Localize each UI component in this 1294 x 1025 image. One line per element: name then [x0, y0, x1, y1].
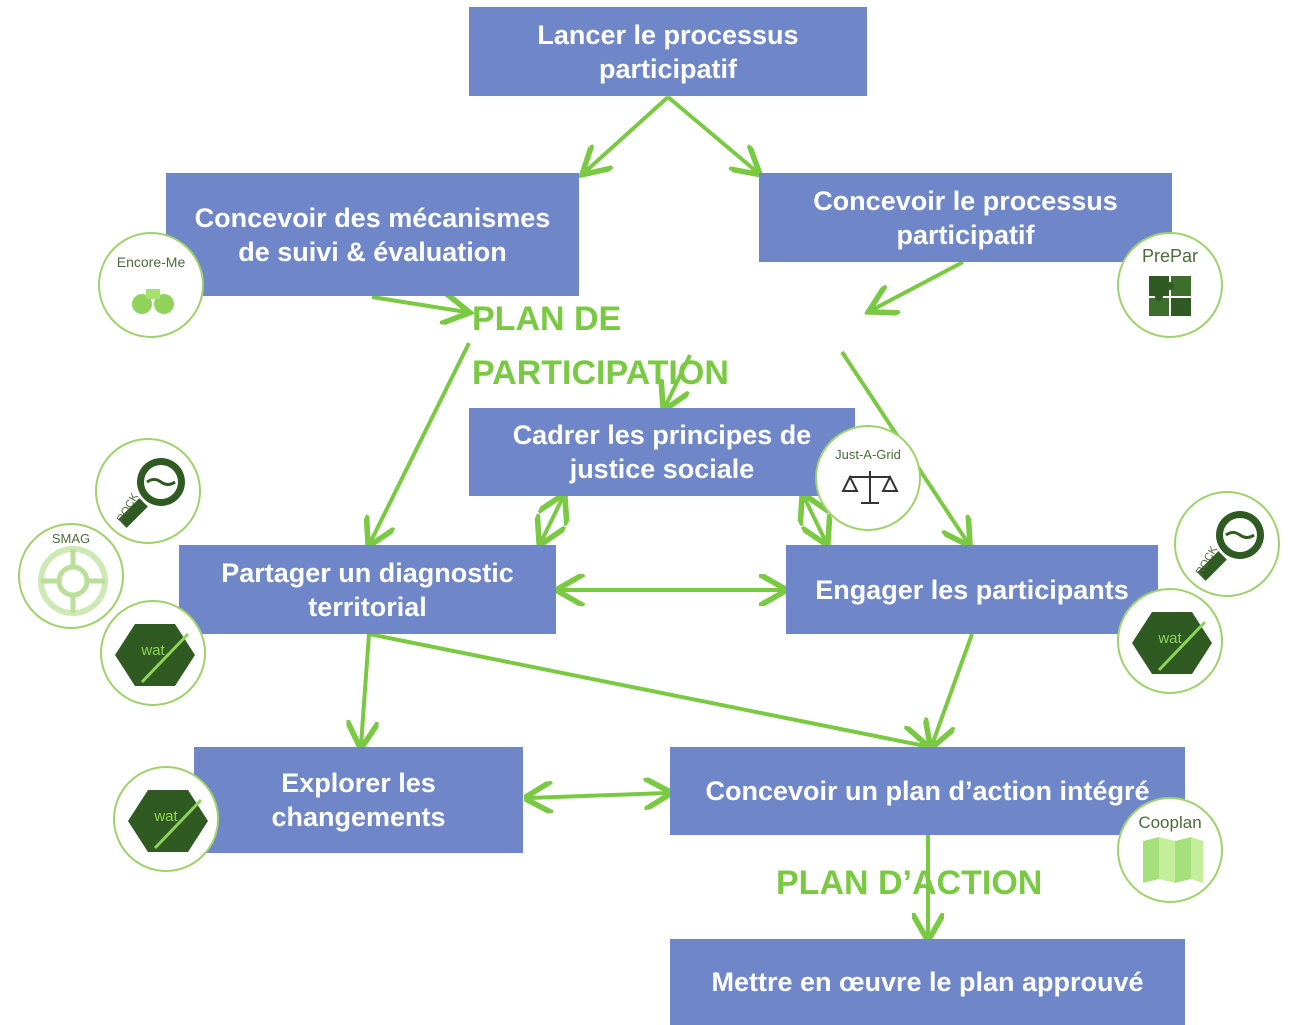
- box-concevoir-processus: Concevoir le processus participatif: [759, 173, 1172, 262]
- badge-wat-a-game-explorer: wat: [113, 766, 219, 872]
- box-plan-action: Concevoir un plan d’action intégré: [670, 747, 1185, 835]
- arrow-engager-to-planaction: [932, 633, 974, 745]
- puzzle-icon: [1149, 276, 1191, 316]
- magnifier-icon: [118, 458, 185, 528]
- badge-just-a-grid: Just-A-Grid: [815, 425, 921, 531]
- box-suivi: Concevoir des mécanismes de suivi & éval…: [166, 173, 579, 296]
- arrow-diagnostic-to-planaction: [368, 632, 925, 746]
- arrow-diagnostic-to-explorer: [361, 633, 369, 745]
- plan-participation-label: PLAN DE PARTICIPATION: [472, 300, 729, 392]
- arrow-lancer-to-suivi: [585, 95, 670, 172]
- badge-rock-right: ROCK: [1174, 491, 1280, 597]
- badge-cooplan: Cooplan: [1117, 797, 1223, 903]
- arrow-plan-to-diagnostic: [370, 342, 471, 543]
- hexagon-icon: [1132, 612, 1212, 674]
- arrow-suivi-to-plan: [371, 297, 466, 312]
- box-engager: Engager les participants: [786, 545, 1158, 634]
- hexagon-icon: [115, 624, 195, 686]
- magnifier-icon: [1197, 511, 1264, 581]
- badge-encore-me: Encore-Me: [98, 232, 204, 338]
- badge-prepar: PrePar: [1117, 232, 1223, 338]
- box-lancer: Lancer le processus participatif: [469, 7, 867, 96]
- badge-wat-a-game-diagnostic: wat: [100, 600, 206, 706]
- box-mettre: Mettre en œuvre le plan approuvé: [670, 939, 1185, 1025]
- folded-map-icon: [1143, 837, 1203, 883]
- scales-icon: [841, 471, 899, 504]
- binoculars-icon: [132, 289, 174, 314]
- box-cadrer: Cadrer les principes de justice sociale: [469, 408, 855, 496]
- hexagon-icon: [128, 790, 208, 852]
- badge-rock-left: ROCK: [95, 438, 201, 544]
- badge-wat-a-game-engager: wat: [1117, 588, 1223, 694]
- box-explorer: Explorer les changements: [194, 747, 523, 853]
- arrow-cadrer-diagnostic: [541, 497, 563, 542]
- arrow-processus-to-plan: [872, 260, 964, 310]
- swirl-icon: [38, 546, 108, 616]
- arrow-explorer-planaction: [528, 793, 668, 798]
- plan-action-label: PLAN D’ACTION: [776, 864, 1043, 902]
- arrow-lancer-to-processus: [666, 95, 757, 172]
- box-diagnostic: Partager un diagnostic territorial: [179, 545, 556, 634]
- badge-smag: SMAG: [18, 523, 124, 629]
